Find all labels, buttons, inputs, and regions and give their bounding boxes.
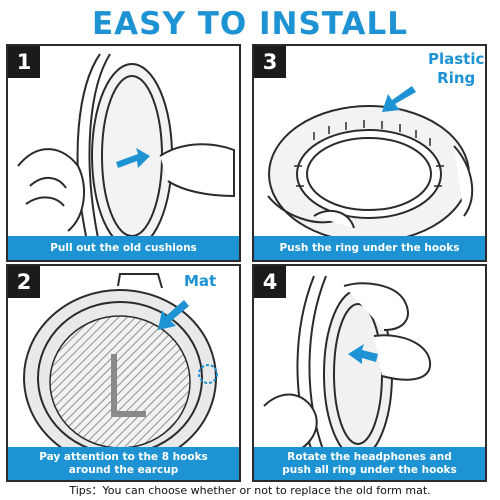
tips-note: Tips：You can choose whether or not to re…: [69, 484, 431, 497]
plastic-ring-label: Plastic Ring: [428, 50, 485, 87]
step-caption: Rotate the headphones and push all ring …: [254, 447, 485, 480]
step-panel-4: 4 Rotate the headphones and push all rin…: [252, 264, 487, 482]
arrow-icon: [116, 148, 150, 168]
arrow-icon: [348, 344, 378, 364]
arrow-icon: [158, 300, 189, 330]
step-4-illustration: [263, 275, 432, 459]
step-panel-2: 2 Mat Pay attention to the 8 hooks aroun…: [6, 264, 241, 482]
step-3-illustration: [267, 86, 474, 243]
arrow-icon: [382, 86, 416, 112]
step-number: 1: [8, 46, 40, 78]
step-panel-3: 3 Plastic Ring Push the ring under the h…: [252, 44, 487, 262]
step-number: 4: [254, 266, 286, 298]
step-panel-1: 1 Pull out the old cushions: [6, 44, 241, 262]
step-caption: Push the ring under the hooks: [254, 236, 485, 260]
step-number: 2: [8, 266, 40, 298]
mat-label: Mat: [184, 272, 217, 290]
page-title: EASY TO INSTALL: [91, 6, 409, 42]
step-caption: Pull out the old cushions: [8, 236, 239, 260]
step-1-illustration: [17, 53, 235, 249]
step-2-illustration: [23, 273, 218, 467]
step-caption: Pay attention to the 8 hooks around the …: [8, 447, 239, 480]
step-number: 3: [254, 46, 286, 78]
